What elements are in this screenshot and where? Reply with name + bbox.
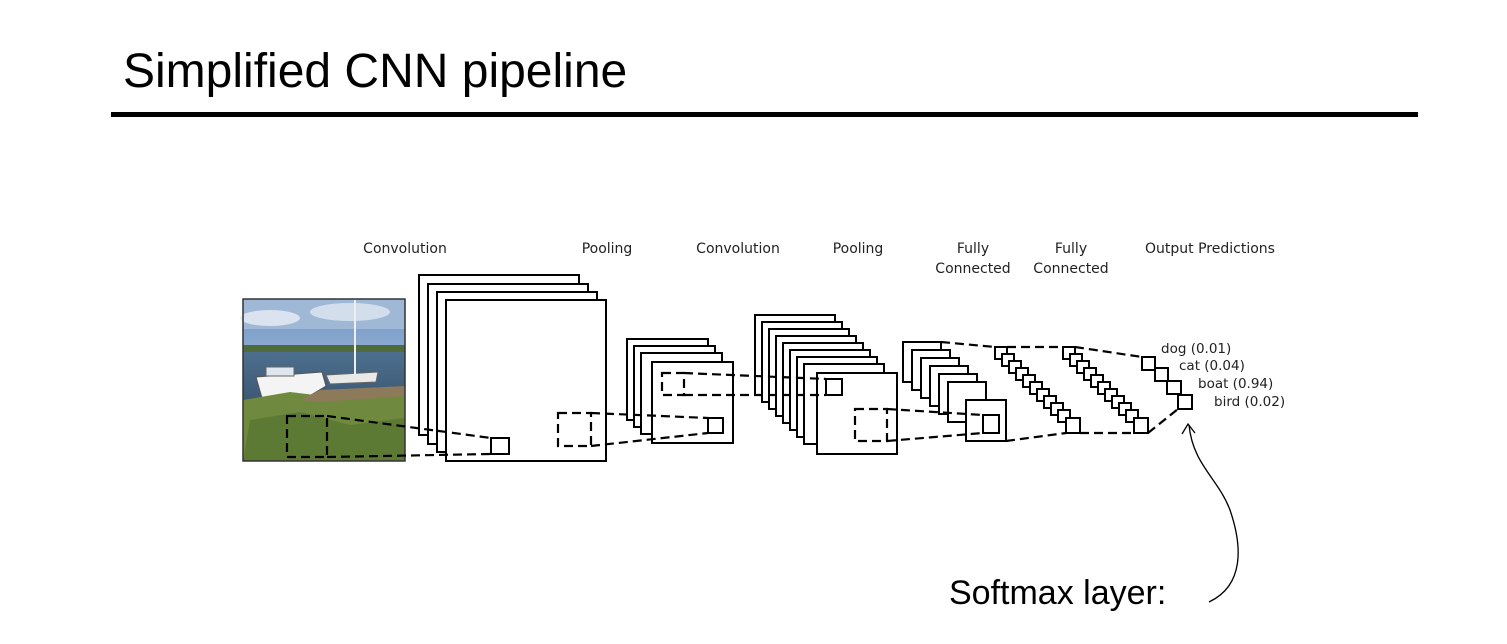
projection-pool2-fc1-top xyxy=(940,340,996,349)
projection-pool2-fc1-bottom xyxy=(1005,431,1067,443)
slide-title: Simplified CNN pipeline xyxy=(123,45,628,98)
stage-label-pooling-1: Pooling xyxy=(582,241,633,257)
conv1-feature-maps xyxy=(418,274,607,462)
title-underline xyxy=(111,112,1418,117)
stage-label-fc-2-line2: Connected xyxy=(1033,261,1108,277)
stage-label-convolution-1: Convolution xyxy=(363,241,447,257)
input-receptive-field xyxy=(285,414,329,459)
projection-conv1-pool1-bottom xyxy=(590,431,709,448)
pool1-feature-maps xyxy=(626,338,734,444)
conv2-pool-window xyxy=(853,407,889,443)
stage-label-convolution-2: Convolution xyxy=(696,241,780,257)
pool2-feature-maps xyxy=(902,341,1007,442)
stage-label-fc-1-line1: Fully xyxy=(957,241,989,257)
projection-conv2-pool2-top xyxy=(886,407,984,417)
fc1-units xyxy=(994,346,1081,434)
stage-label-fc-2-line1: Fully xyxy=(1055,241,1087,257)
projection-fc2-output-top xyxy=(1074,345,1143,359)
projection-conv2-pool2-bottom xyxy=(886,431,984,443)
projection-conv1-pool1-top xyxy=(590,411,709,420)
output-units xyxy=(1141,356,1193,410)
input-image xyxy=(240,298,406,462)
prediction-boat: boat (0.94) xyxy=(1198,376,1273,392)
softmax-annotation: Softmax layer: xyxy=(949,574,1167,612)
prediction-dog: dog (0.01) xyxy=(1161,341,1231,357)
prediction-bird: bird (0.02) xyxy=(1214,394,1285,410)
projection-pool1-conv2-top xyxy=(683,371,827,381)
stage-label-output-predictions: Output Predictions xyxy=(1145,241,1275,257)
prediction-cat: cat (0.04) xyxy=(1179,358,1245,374)
stage-label-fc-1-line2: Connected xyxy=(935,261,1010,277)
stage-label-pooling-2: Pooling xyxy=(833,241,884,257)
projection-fc2-output-bottom xyxy=(1147,408,1179,434)
softmax-arrow xyxy=(1181,422,1239,603)
fc2-units xyxy=(1062,346,1149,434)
conv1-pool-window xyxy=(556,411,593,448)
pool1-conv-window xyxy=(660,371,686,397)
conv2-feature-maps xyxy=(754,314,898,455)
